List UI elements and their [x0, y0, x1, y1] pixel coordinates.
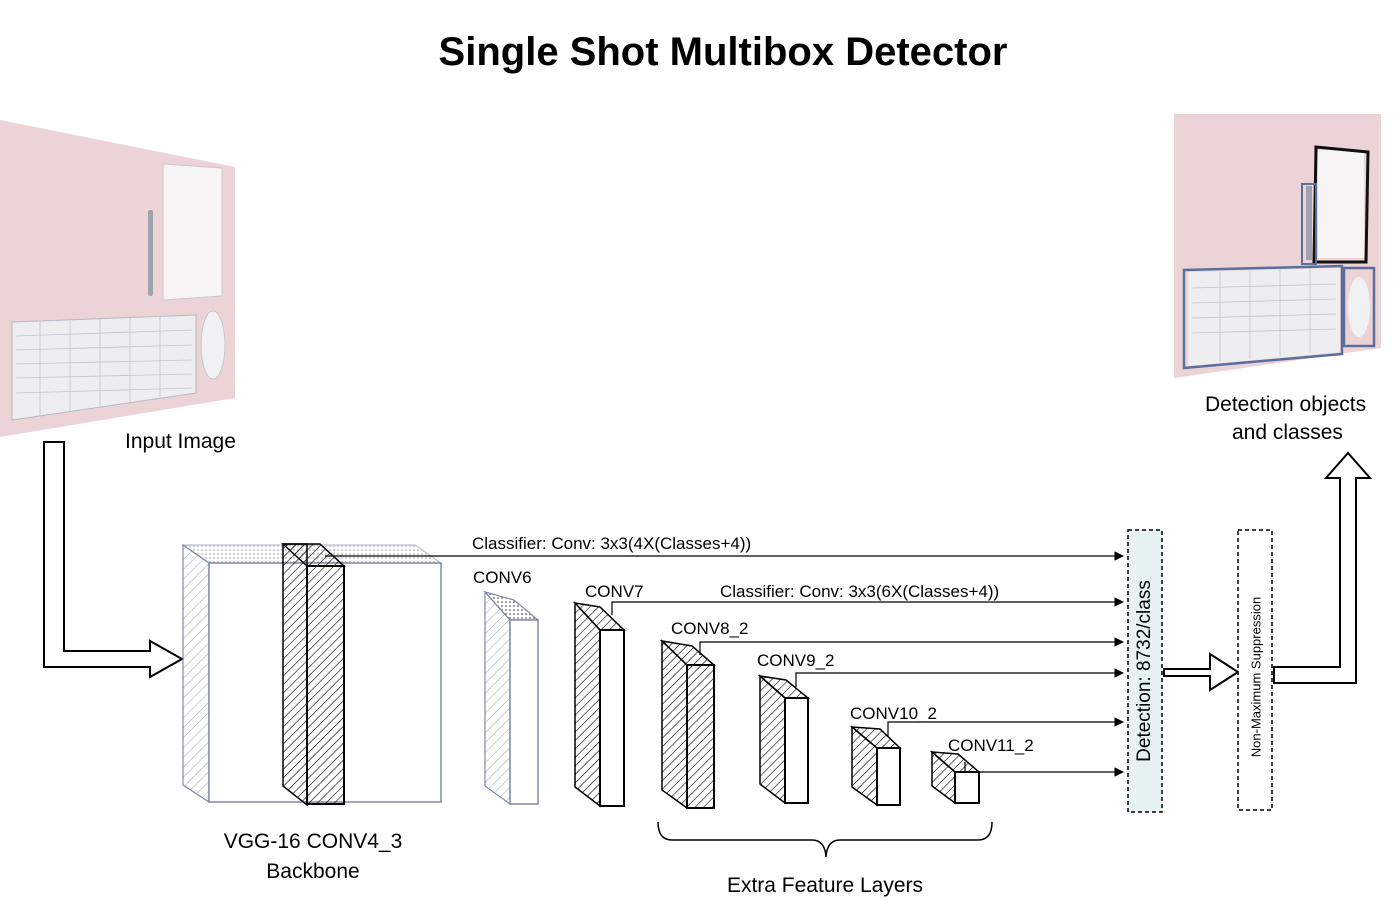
conv6-block	[483, 590, 540, 806]
input-image	[0, 120, 235, 437]
extra-layers-brace	[657, 821, 993, 858]
conv11-2-block	[929, 750, 982, 805]
extra-layers-label: Extra Feature Layers	[726, 874, 924, 897]
output-label-line2: and classes	[1232, 421, 1343, 444]
classifier-label-1: Classifier: Conv: 3x3(4X(Classes+4))	[472, 534, 752, 553]
input-image-label: Input Image	[125, 430, 236, 453]
backbone-block	[181, 543, 443, 807]
conv9-2-label: CONV9_2	[757, 651, 835, 670]
nms-box	[1237, 529, 1273, 811]
conv8-2-label: CONV8_2	[671, 619, 749, 638]
output-image	[1174, 114, 1381, 378]
detection-to-nms-arrow	[1163, 652, 1240, 692]
nms-label: Non-Maximum Suppression	[1248, 596, 1264, 758]
conv9-2-block	[757, 674, 811, 805]
classifier-label-2: Classifier: Conv: 3x3(6X(Classes+4))	[720, 582, 1000, 601]
output-label-line1: Detection objects	[1205, 393, 1367, 416]
detection-box	[1127, 529, 1163, 813]
conv6-label: CONV6	[473, 568, 532, 587]
conv10-2-block	[849, 725, 902, 807]
nms-to-output-arrow	[1273, 451, 1373, 684]
conv11-2-label: CONV11_2	[948, 736, 1034, 755]
conv7-block	[572, 601, 626, 808]
conv10-2-label: CONV10_2	[850, 704, 937, 723]
diagram-title: Single Shot Multibox Detector	[438, 30, 1008, 74]
conv7-label: CONV7	[585, 582, 644, 601]
classifier-arrows	[325, 551, 1124, 777]
backbone-label-line2: Backbone	[266, 860, 360, 883]
backbone-label-line1: VGG-16 CONV4_3	[223, 830, 403, 853]
detection-label: Detection: 8732/class	[1134, 580, 1155, 762]
conv8-2-block	[659, 639, 717, 810]
input-flow-arrow	[43, 441, 185, 679]
